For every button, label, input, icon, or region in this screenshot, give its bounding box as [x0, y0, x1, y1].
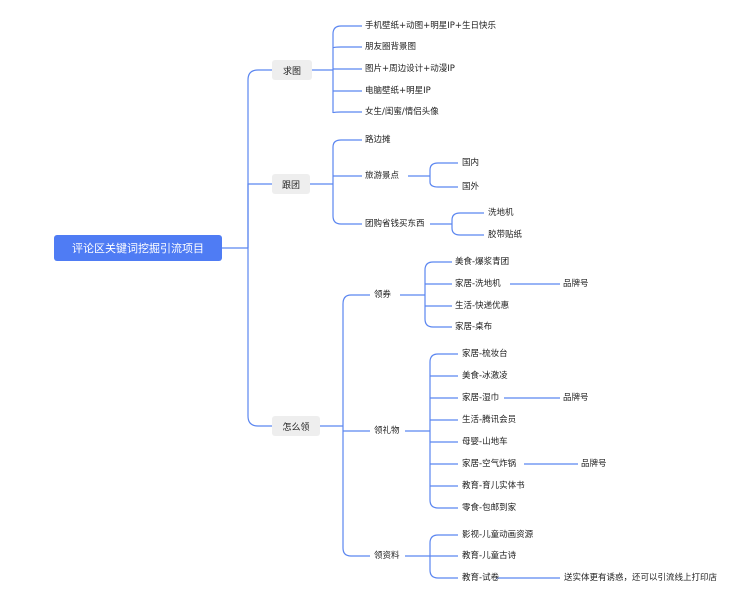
coupon-item[interactable]: 生活-快递优惠	[455, 301, 510, 311]
gift-item[interactable]: 教育-育儿实体书	[462, 481, 525, 491]
connector-root-to-zenmeling	[247, 248, 272, 427]
gentuan-item[interactable]: 路边摊	[365, 135, 391, 145]
group-child[interactable]: 胶带贴纸	[488, 230, 523, 240]
connector-gift-children	[405, 353, 578, 509]
connector-gentuan-children	[332, 139, 362, 225]
gift-item[interactable]: 零食-包邮到家	[462, 503, 517, 513]
gentuan-item[interactable]: 旅游景点	[365, 171, 400, 181]
gift-item[interactable]: 家居-湿巾	[462, 393, 500, 403]
connector-group-children	[430, 212, 484, 236]
material-item[interactable]: 教育-儿童古诗	[462, 551, 517, 561]
gentuan-item[interactable]: 团购省钱买东西	[365, 219, 425, 229]
coupon-node[interactable]: 领券	[374, 290, 392, 300]
material-note[interactable]: 送实体更有诱惑，还可以引流线上打印店	[564, 573, 718, 583]
coupon-item[interactable]: 家居-桌布	[455, 322, 493, 332]
qiutu-item[interactable]: 电脑壁纸+明星IP	[365, 86, 431, 96]
connector-root-to-qiutu	[247, 69, 272, 248]
gift-node[interactable]: 领礼物	[374, 426, 400, 436]
coupon-item[interactable]: 美食-爆浆青团	[455, 257, 510, 267]
connector-travel-children	[408, 162, 458, 188]
travel-child[interactable]: 国内	[462, 158, 480, 168]
branch-qiutu[interactable]: 求图	[272, 60, 312, 80]
material-item[interactable]: 影视-儿童动画资源	[462, 530, 534, 540]
gift-item[interactable]: 母婴-山地车	[462, 437, 508, 447]
material-item[interactable]: 教育-试卷	[462, 573, 500, 583]
material-node[interactable]: 领资料	[374, 551, 400, 561]
travel-child[interactable]: 国外	[462, 182, 480, 192]
coupon-note[interactable]: 品牌号	[563, 279, 589, 289]
group-child[interactable]: 洗地机	[488, 208, 514, 218]
qiutu-item[interactable]: 图片+周边设计+动漫IP	[365, 64, 455, 74]
qiutu-item[interactable]: 女生/闺蜜/情侣头像	[365, 107, 439, 117]
qiutu-item[interactable]: 朋友圈背景图	[365, 42, 417, 52]
connector-qiutu-children	[332, 25, 362, 114]
connector-zml-children	[342, 294, 370, 557]
qiutu-item[interactable]: 手机壁纸+动图+明星IP+生日快乐	[365, 21, 497, 31]
gift-item[interactable]: 美食-冰激凌	[462, 371, 508, 381]
gift-note[interactable]: 品牌号	[581, 459, 607, 469]
connector-material-children	[405, 534, 560, 579]
gift-note[interactable]: 品牌号	[563, 393, 589, 403]
branch-gentuan[interactable]: 跟团	[272, 174, 310, 194]
branch-zenmeling[interactable]: 怎么领	[272, 416, 320, 436]
gift-item[interactable]: 家居-梳妆台	[462, 349, 508, 359]
connector-root-to-gentuan	[247, 183, 272, 248]
gift-item[interactable]: 家居-空气炸锅	[462, 459, 517, 469]
connector-coupon-children	[400, 261, 560, 328]
gift-item[interactable]: 生活-腾讯会员	[462, 415, 517, 425]
coupon-item[interactable]: 家居-洗地机	[455, 279, 501, 289]
root-node[interactable]: 评论区关键词挖掘引流项目	[54, 235, 222, 261]
